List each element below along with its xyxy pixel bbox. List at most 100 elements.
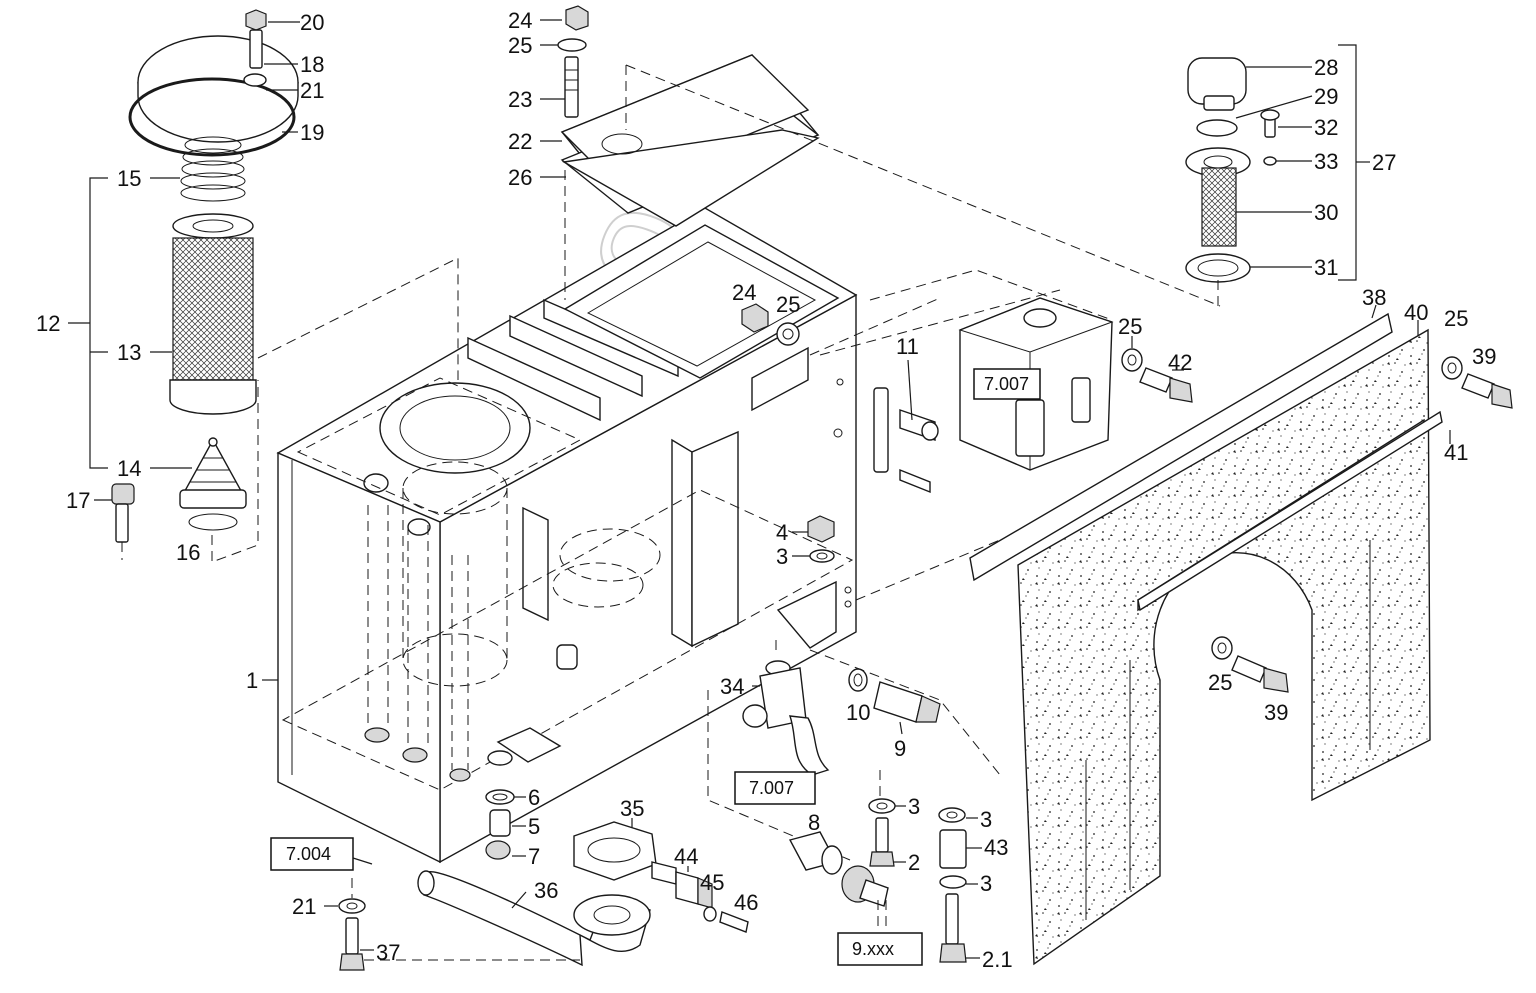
callout-10: 10 <box>846 700 870 725</box>
leader-9 <box>899 721 903 735</box>
callout-3b: 3 <box>908 794 920 819</box>
bolt-39-lower <box>1211 636 1289 693</box>
sensor-8 <box>788 831 889 930</box>
filter-spring <box>180 136 246 202</box>
callout-26: 26 <box>508 165 532 190</box>
drain-parts <box>485 789 515 860</box>
pipe-36 <box>417 870 651 967</box>
ref-7007-top[interactable]: 7.007 <box>984 374 1029 394</box>
callout-5: 5 <box>528 814 540 839</box>
callout-25b: 25 <box>776 292 800 317</box>
dash-connector-2 <box>855 539 1001 601</box>
callout-44: 44 <box>674 844 698 869</box>
callout-22: 22 <box>508 129 532 154</box>
strip-38 <box>969 312 1393 582</box>
ref-7004[interactable]: 7.004 <box>286 844 331 864</box>
callout-25c: 25 <box>1118 314 1142 339</box>
top-stud-parts <box>557 5 589 118</box>
callout-42: 42 <box>1168 350 1192 375</box>
callout-24a: 24 <box>508 8 532 33</box>
ref-box-9xxx[interactable] <box>837 932 923 966</box>
callout-39b: 39 <box>1264 700 1288 725</box>
callout-46: 46 <box>734 890 758 915</box>
bolt-42-group <box>1121 348 1193 403</box>
nut-4-washer-3 <box>807 515 835 563</box>
callout-19: 19 <box>300 120 324 145</box>
leader-7004 <box>352 857 373 865</box>
strip-41 <box>1137 410 1443 612</box>
ref-7007-bottom[interactable]: 7.007 <box>749 778 794 798</box>
callout-35: 35 <box>620 796 644 821</box>
callout-6: 6 <box>528 785 540 810</box>
callout-2: 2 <box>908 850 920 875</box>
bolt-2-1-group <box>938 807 967 963</box>
callout-45: 45 <box>700 870 724 895</box>
callout-21a: 21 <box>300 78 324 103</box>
ref-box-7004[interactable] <box>270 837 354 871</box>
callout-9: 9 <box>894 736 906 761</box>
callout-43: 43 <box>984 835 1008 860</box>
callout-32: 32 <box>1314 115 1338 140</box>
filter-dash <box>211 380 259 563</box>
callout-39a: 39 <box>1472 344 1496 369</box>
bolt-2-group <box>868 798 896 867</box>
flange-35 <box>573 821 677 885</box>
callout-27: 27 <box>1372 150 1396 175</box>
callout-2-1: 2.1 <box>982 947 1013 972</box>
cover-assembly <box>560 54 1221 307</box>
callout-29: 29 <box>1314 84 1338 109</box>
leader-36 <box>511 891 527 909</box>
sensor-44-group <box>675 871 749 933</box>
callout-20: 20 <box>300 10 324 35</box>
bracket-27 <box>1338 44 1357 281</box>
callout-3a: 3 <box>776 544 788 569</box>
callout-14: 14 <box>117 456 141 481</box>
top-nut-washer <box>741 303 800 346</box>
callout-33: 33 <box>1314 149 1338 174</box>
breather-assembly <box>1185 57 1280 306</box>
ref-box-7007-bottom[interactable] <box>734 771 816 805</box>
ref-9xxx[interactable]: 9.xxx <box>852 939 894 959</box>
switch-9 <box>848 668 941 723</box>
callout-28: 28 <box>1314 55 1338 80</box>
callout-1: 1 <box>246 668 258 693</box>
callout-24b: 24 <box>732 280 756 305</box>
callout-3d: 3 <box>980 871 992 896</box>
callout-25e: 25 <box>1208 670 1232 695</box>
callout-25a: 25 <box>508 33 532 58</box>
callout-18: 18 <box>300 52 324 77</box>
callout-25d: 25 <box>1444 306 1468 331</box>
callout-36: 36 <box>534 878 558 903</box>
callout-12: 12 <box>36 311 60 336</box>
leader-38 <box>1371 304 1377 319</box>
callout-16: 16 <box>176 540 200 565</box>
callout-4: 4 <box>776 520 788 545</box>
callout-3c: 3 <box>980 807 992 832</box>
callout-15: 15 <box>117 166 141 191</box>
filter-assembly <box>111 9 299 560</box>
bolt-37-group <box>338 878 580 971</box>
callout-41: 41 <box>1444 440 1468 465</box>
callout-40: 40 <box>1404 300 1428 325</box>
callout-34: 34 <box>720 674 744 699</box>
ref-box-7007-top[interactable] <box>973 368 1041 400</box>
callout-30: 30 <box>1314 200 1338 225</box>
filter-dash-2 <box>257 257 459 380</box>
callout-11: 11 <box>896 334 919 359</box>
callout-31: 31 <box>1314 255 1338 280</box>
leader-11 <box>907 359 913 421</box>
valve-34 <box>742 640 830 776</box>
callout-38: 38 <box>1362 285 1386 310</box>
callout-17: 17 <box>66 488 90 513</box>
callout-13: 13 <box>117 340 141 365</box>
callout-8: 8 <box>808 810 820 835</box>
callout-23: 23 <box>508 87 532 112</box>
dash-connector-1 <box>819 289 1061 356</box>
tank-body <box>276 207 858 864</box>
callout-7: 7 <box>528 844 540 869</box>
bolt-39-upper <box>1441 356 1513 409</box>
leader-29 <box>1235 95 1313 119</box>
bracket-12 <box>89 177 108 469</box>
callout-37: 37 <box>376 940 400 965</box>
